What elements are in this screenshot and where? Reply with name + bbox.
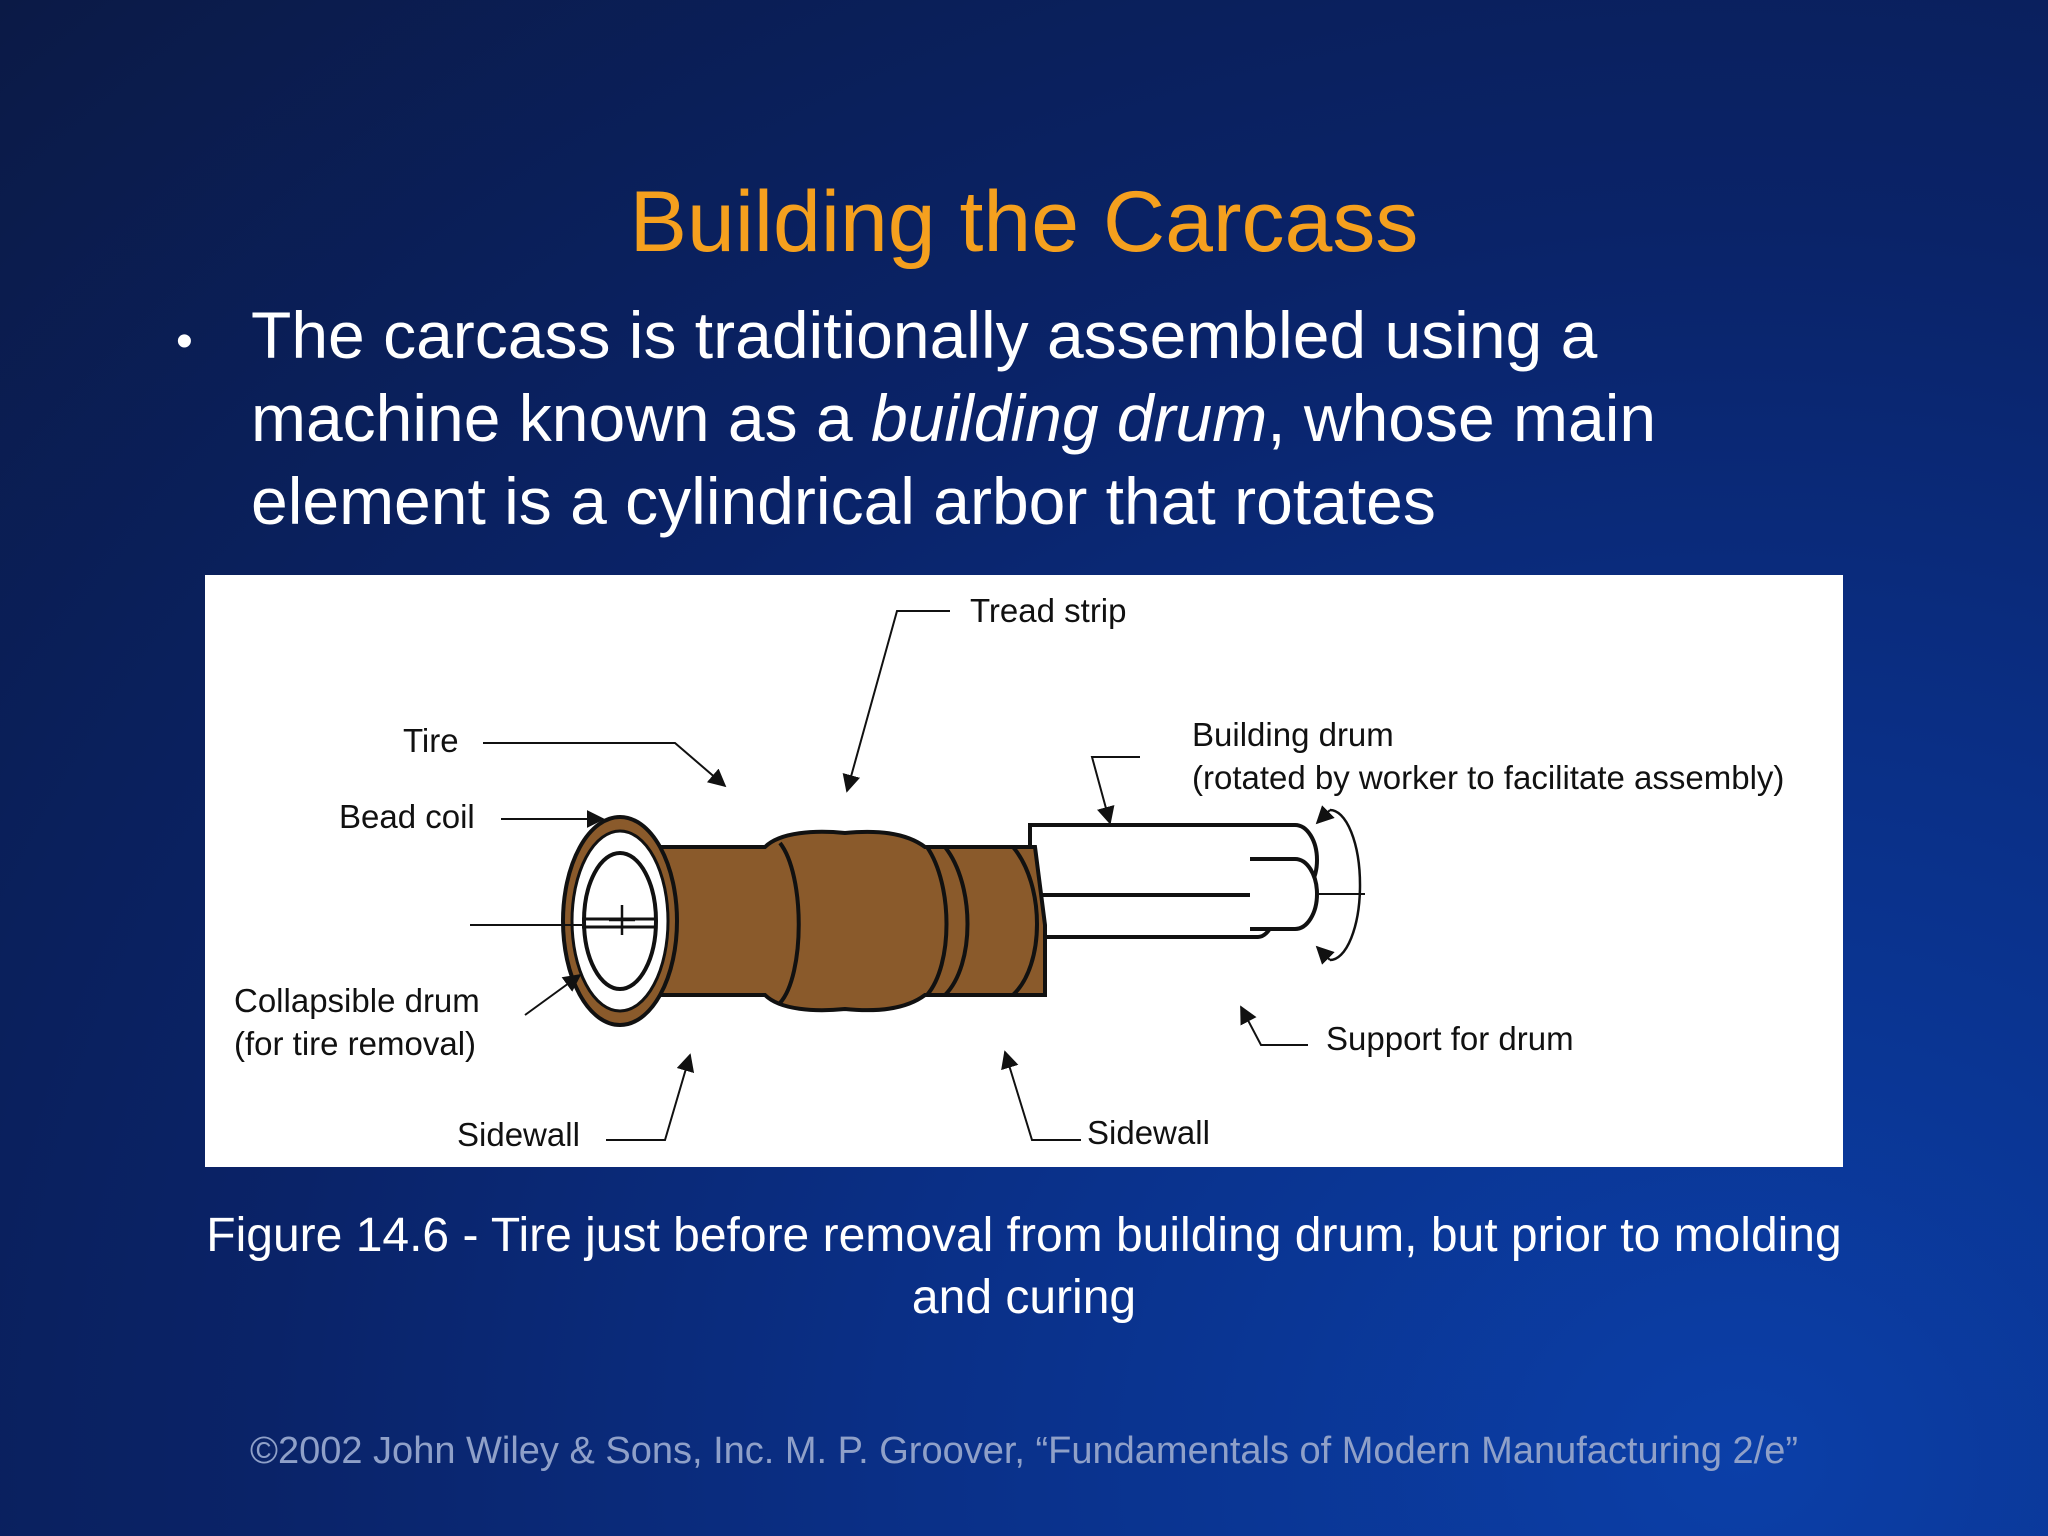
label-collapsible-drum: Collapsible drum [234, 982, 480, 1019]
label-building-drum-note: (rotated by worker to facilitate assembl… [1192, 759, 1785, 796]
figure-caption: Figure 14.6 - Tire just before removal f… [206, 1209, 1842, 1324]
label-building-drum: Building drum [1192, 716, 1394, 753]
label-tread-strip: Tread strip [970, 592, 1127, 629]
drum-support [1250, 808, 1365, 962]
bullet-text-part2: , whose main element is a cylindrical ar… [251, 381, 1657, 538]
figure-diagram: Tread strip Tire Bead coil Building drum… [205, 575, 1843, 1167]
bullet-text: The carcass is traditionally assembled u… [251, 294, 1811, 543]
bullet-point-icon: • [176, 315, 193, 368]
bullet-text-part1: The carcass is traditionally assembled u… [251, 298, 1598, 455]
slide-title: Building the Carcass [629, 174, 1419, 270]
drum-shaft [1028, 823, 1319, 939]
copyright-footer: ©2002 John Wiley & Sons, Inc. M. P. Groo… [249, 1430, 1799, 1472]
bullet-text-italic: building drum [871, 381, 1268, 455]
leader-lines [483, 610, 1335, 1141]
building-drum-diagram [470, 610, 1365, 1141]
tire-front-face [470, 815, 679, 1027]
label-sidewall-left: Sidewall [457, 1116, 580, 1153]
label-sidewall-right: Sidewall [1087, 1114, 1210, 1151]
label-bead-coil: Bead coil [339, 798, 475, 835]
label-support-for-drum: Support for drum [1326, 1020, 1574, 1057]
label-collapsible-drum-note: (for tire removal) [234, 1025, 477, 1062]
label-tire: Tire [403, 722, 459, 759]
tire-body [623, 829, 1047, 1013]
